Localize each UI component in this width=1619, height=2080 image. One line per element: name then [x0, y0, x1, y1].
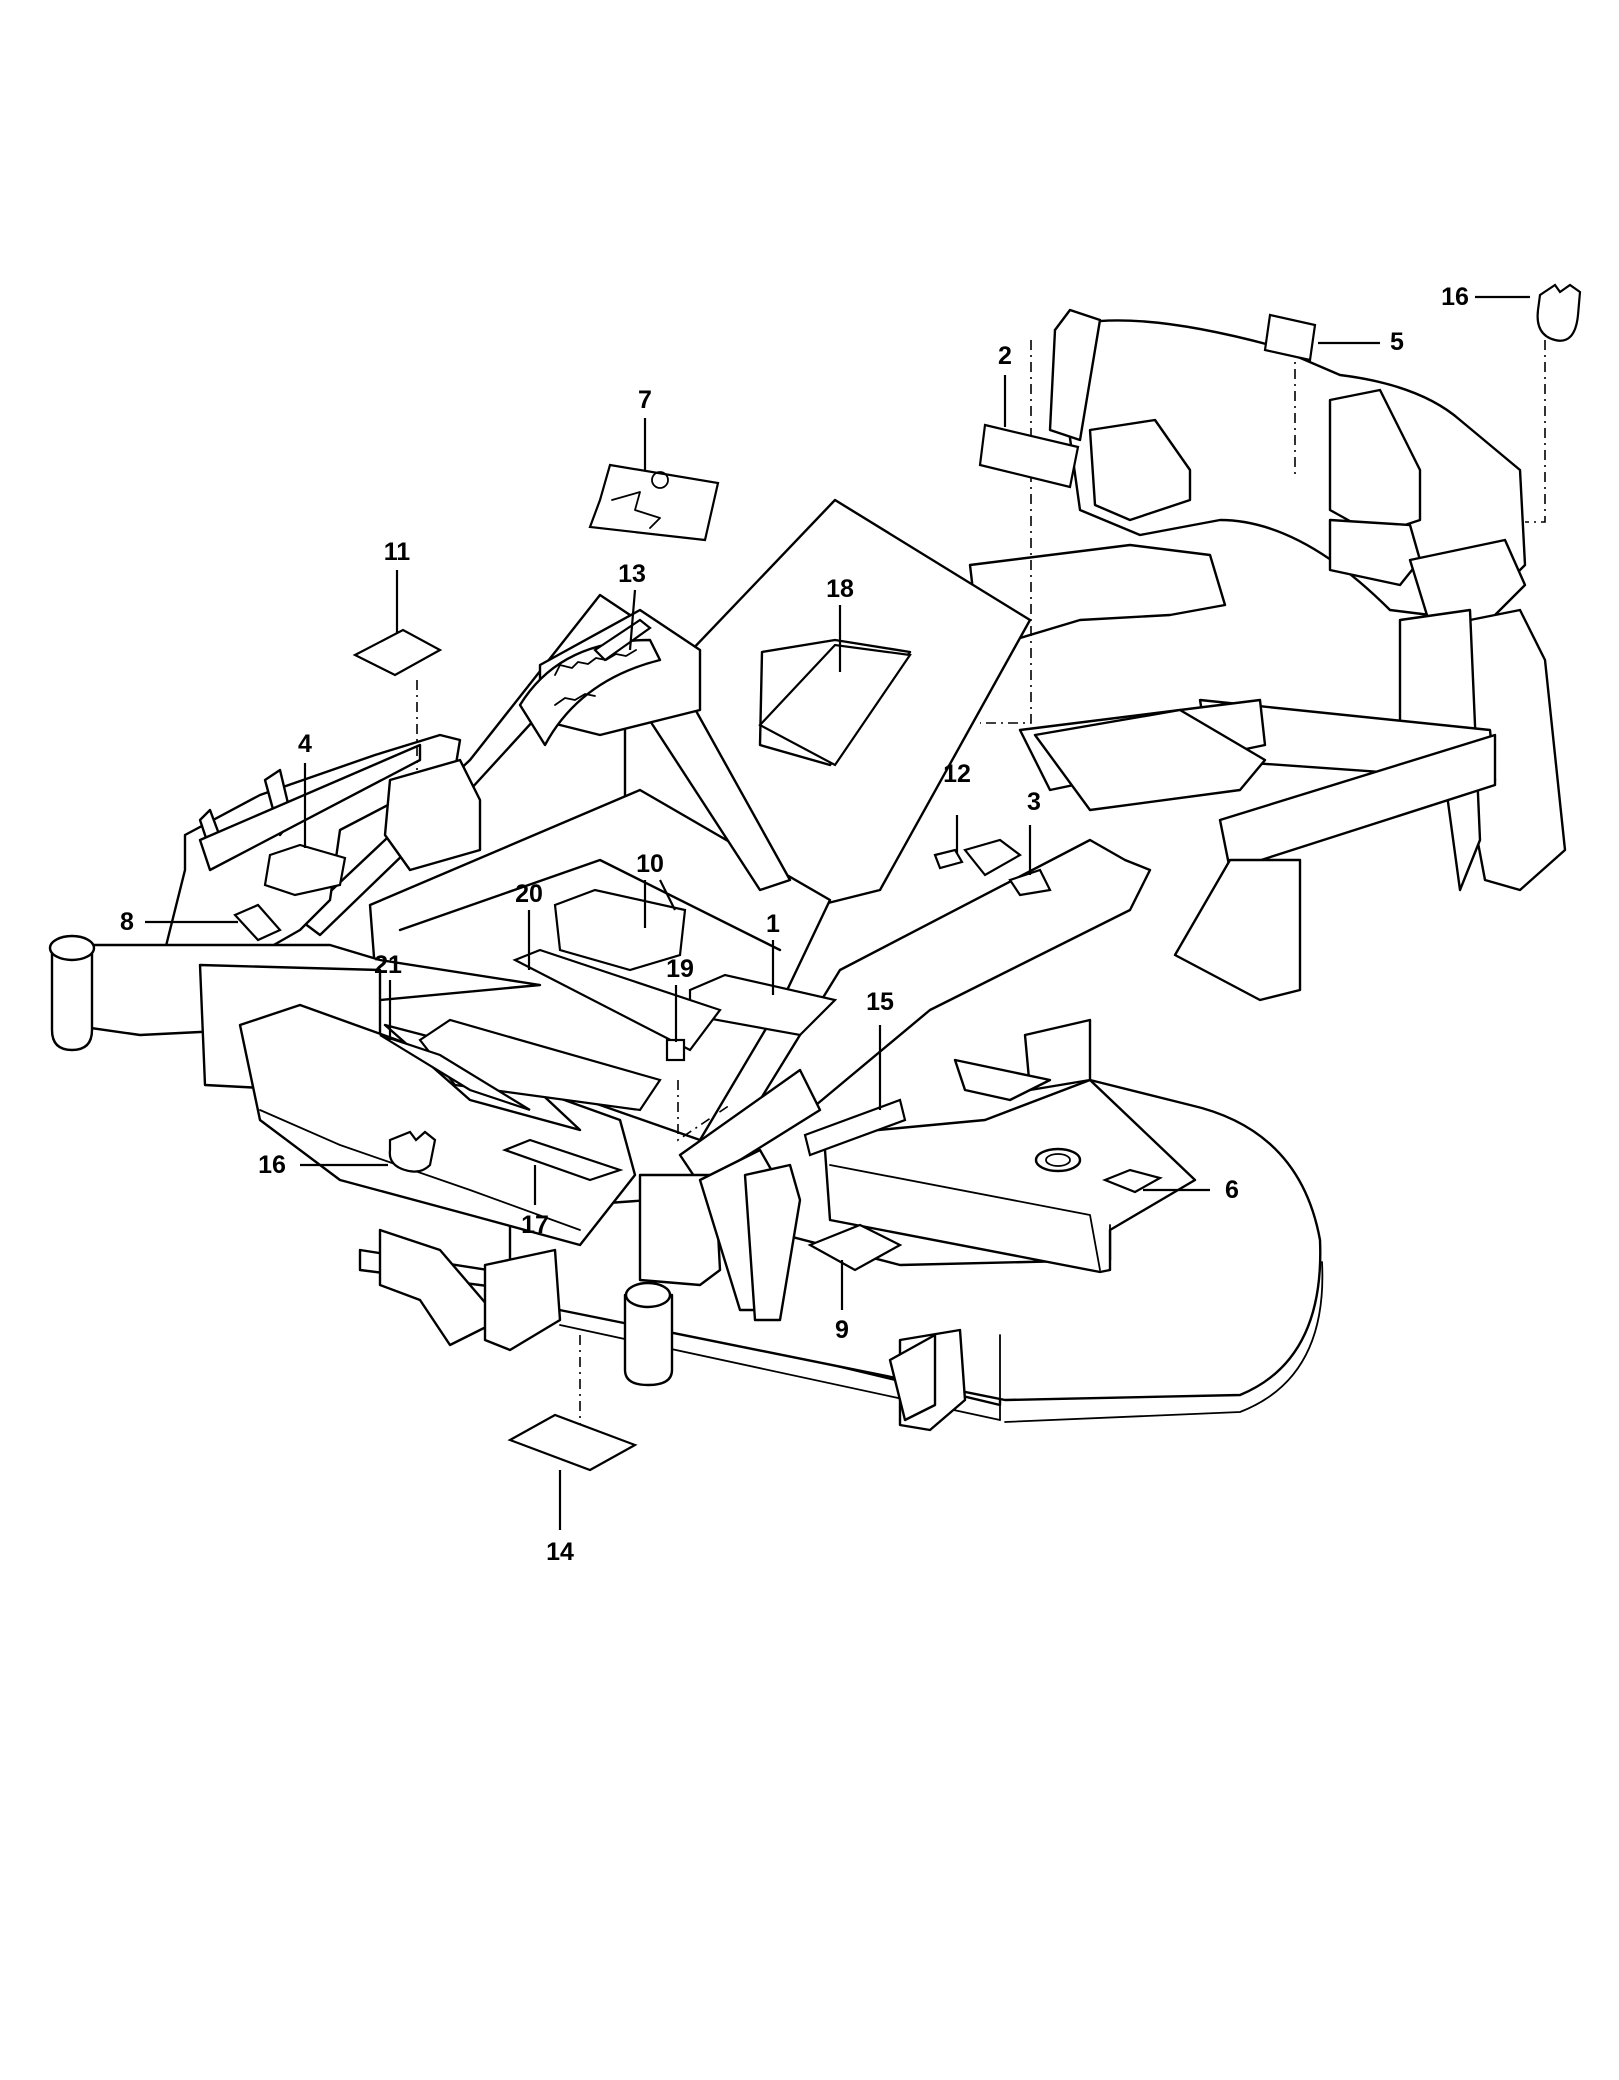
callout-7: 7: [638, 386, 652, 414]
decal-11: [352, 628, 443, 677]
decal-7: [588, 463, 720, 542]
callout-8: 8: [120, 908, 134, 936]
callout-21: 21: [374, 951, 402, 979]
decal-9: [807, 1223, 903, 1272]
decal-8: [233, 903, 282, 942]
callout-16-top: 16: [1441, 283, 1469, 311]
callout-3: 3: [1027, 788, 1041, 816]
callout-1: 1: [766, 910, 780, 938]
decals: [233, 283, 1582, 1472]
decal-15: [803, 1098, 907, 1157]
decal-6: [1102, 1168, 1163, 1194]
callout-5: 5: [1390, 328, 1404, 356]
spindle-cover: [823, 1078, 1197, 1274]
callout-20: 20: [515, 880, 543, 908]
decal-16-front: [388, 1130, 437, 1173]
decal-19: [665, 1038, 686, 1062]
callout-2: 2: [998, 342, 1012, 370]
callout-12: 12: [943, 760, 971, 788]
decal-5: [1263, 313, 1317, 362]
left-side-pan: [163, 608, 702, 952]
callout-17: 17: [521, 1211, 549, 1239]
callout-18: 18: [826, 575, 854, 603]
callout-13: 13: [618, 560, 646, 588]
decal-4: [263, 843, 347, 897]
callout-6: 6: [1225, 1176, 1239, 1204]
rear-frame: [953, 308, 1567, 1102]
callout-16-front: 16: [258, 1151, 286, 1179]
decal-21: [379, 1033, 531, 1112]
callout-19: 19: [666, 955, 694, 983]
callout-14: 14: [546, 1538, 574, 1566]
decal-3: [963, 838, 1022, 877]
leader-lines: [145, 295, 1530, 1530]
decal-12: [933, 848, 964, 870]
decal-14: [507, 1413, 638, 1472]
callout-9: 9: [835, 1316, 849, 1344]
decal-10: [553, 888, 687, 972]
callout-15: 15: [866, 988, 894, 1016]
callout-4: 4: [298, 730, 312, 758]
alignment-lines: [416, 340, 1546, 1430]
decal-17: [501, 1138, 624, 1182]
callouts: 2 5 16 7 11 13 4 8 18 10 1 20 21 19 12 3…: [120, 283, 1469, 1566]
callout-11: 11: [384, 538, 411, 566]
decal-2: [978, 423, 1080, 489]
callout-10: 10: [636, 850, 664, 878]
decal-20: [512, 948, 722, 1052]
decal-16-top: [1536, 283, 1582, 342]
decal-18-opening: [758, 643, 912, 767]
decal-13-logo: [593, 618, 652, 662]
